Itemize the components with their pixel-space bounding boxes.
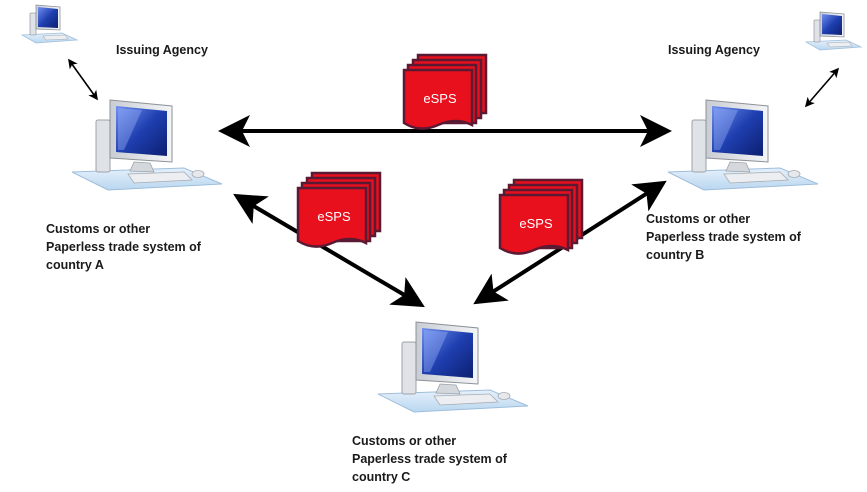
system-b-computer-icon [667,99,819,191]
esps-document-left: eSPS [296,171,382,248]
system-c-computer-icon [377,321,529,413]
arrow-agency-right [804,67,840,108]
esps-label: eSPS [423,91,457,106]
issuing-agency-left-computer-icon [21,4,78,44]
esps-document-right: eSPS [498,178,584,255]
issuing-agency-left-label: Issuing Agency [116,43,208,57]
system-b-label: Customs or other Paperless trade system … [646,212,801,262]
esps-label: eSPS [317,209,351,224]
issuing-agency-right-label: Issuing Agency [668,43,760,57]
arrow-a-c [233,193,425,308]
esps-document-top: eSPS [402,53,488,130]
issuing-agency-right-computer-icon [805,11,862,51]
system-a-label: Customs or other Paperless trade system … [46,222,201,272]
system-a-computer-icon [71,99,223,191]
arrow-agency-left [68,58,98,101]
esps-label: eSPS [519,216,553,231]
system-c-label: Customs or other Paperless trade system … [352,434,507,484]
